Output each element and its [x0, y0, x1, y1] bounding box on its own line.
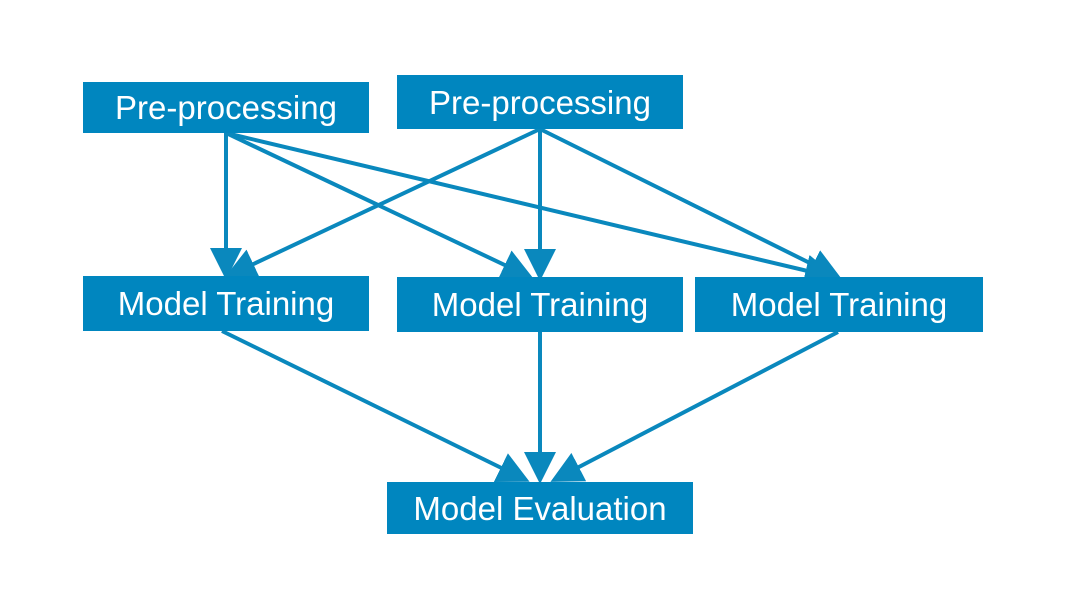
edge-model-training-3-to-model-evaluation: [550, 330, 839, 482]
model-evaluation-node: Model Evaluation: [387, 482, 693, 534]
edge-model-training-1-to-model-evaluation: [221, 329, 530, 483]
model-training-node-1: Model Training: [83, 276, 369, 331]
edge-preprocessing-2-to-model-training-3: [539, 127, 842, 279]
preprocessing-node-2: Pre-processing: [397, 75, 683, 129]
model-training-node-3: Model Training: [695, 277, 983, 332]
preprocessing-node-1: Pre-processing: [83, 82, 369, 133]
edge-preprocessing-2-to-model-training-1: [224, 127, 541, 279]
edge-preprocessing-1-to-model-training-3: [225, 131, 837, 287]
model-training-node-2: Model Training: [397, 277, 683, 332]
